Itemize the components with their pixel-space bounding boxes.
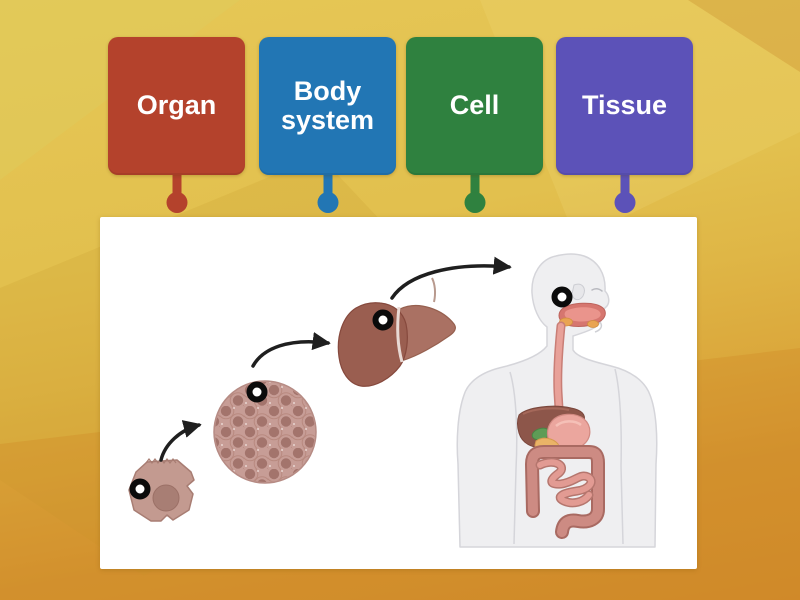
label-pin-stem (172, 167, 181, 201)
label-tile-body-system[interactable]: Body system (259, 37, 396, 213)
label-pin-dot (166, 192, 187, 213)
target-cell[interactable] (129, 478, 151, 500)
label-text: Tissue (556, 37, 693, 175)
label-pin-dot (464, 192, 485, 213)
label-text: Organ (108, 37, 245, 175)
target-tissue[interactable] (246, 381, 268, 403)
label-text: Body system (259, 37, 396, 175)
label-tile-tissue[interactable]: Tissue (556, 37, 693, 213)
progression-arrows (159, 256, 512, 462)
arrow-cell-to-tissue (159, 420, 202, 462)
label-pin-stem (470, 167, 479, 201)
label-pin-dot (317, 192, 338, 213)
label-tile-organ[interactable]: Organ (108, 37, 245, 213)
arrow-organ-to-body (390, 256, 512, 300)
body-system-illustration (456, 253, 658, 548)
label-text: Cell (406, 37, 543, 175)
target-organ[interactable] (372, 309, 394, 331)
arrow-tissue-to-organ (251, 332, 331, 368)
label-pin-stem (620, 167, 629, 201)
label-pin-dot (614, 192, 635, 213)
label-pin-stem (323, 167, 332, 201)
diagram-panel (100, 217, 697, 569)
label-tile-cell[interactable]: Cell (406, 37, 543, 213)
tissue-illustration (213, 380, 317, 484)
target-body-system[interactable] (551, 286, 573, 308)
organisation-levels-illustration (128, 253, 658, 548)
